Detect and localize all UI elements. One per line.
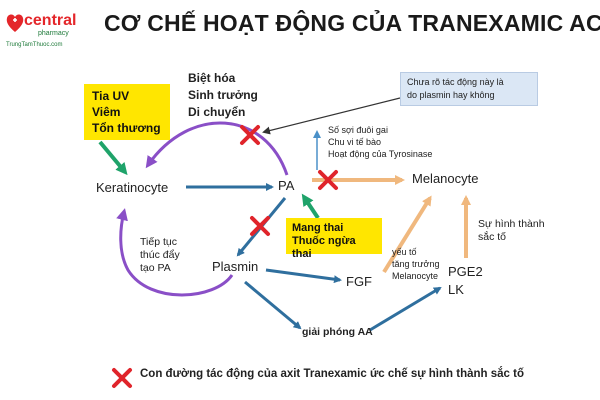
effect-differentiation: Biệt hóa: [188, 71, 236, 85]
arrow-hormones-to-pa: [301, 193, 320, 220]
pigment-label: Sự hình thành sắc tố: [478, 218, 545, 244]
logo-sub: pharmacy: [38, 30, 69, 37]
node-pa: PA: [278, 178, 295, 193]
effect-growth: Sinh trưởng: [188, 88, 258, 102]
hormones-box: Mang thai Thuốc ngừa thai: [286, 218, 382, 260]
arc-plasmin-to-keratinocyte: [116, 208, 234, 297]
feedback-line-2: thúc đẩy: [140, 249, 180, 261]
growth-factor-label: yếu tố tăng trưởng Melanocyte: [392, 246, 439, 282]
growth-factor-line-3: Melanocyte: [392, 271, 439, 281]
arrow-fgf-to-melanocyte: [382, 195, 432, 274]
red-cross-arc: [240, 125, 260, 145]
logo-site: TrungTamThuoc.com: [6, 42, 63, 48]
arrow-note-to-cross: [262, 97, 401, 135]
trigger-inflammation: Viêm: [92, 105, 121, 119]
feedback-line-3: tạo PA: [140, 262, 171, 274]
hormone-contraceptive: Thuốc ngừa thai: [292, 235, 356, 260]
node-plasmin: Plasmin: [212, 259, 259, 274]
red-cross-plasmin: [250, 216, 270, 236]
node-fgf: FGF: [346, 274, 372, 289]
pharmacy-heart-icon: [6, 14, 24, 32]
target-perimeter: Chu vi tế bào: [328, 137, 382, 147]
uncertainty-note: Chưa rõ tác động này là do plasmin hay k…: [400, 72, 538, 106]
feedback-line-1: Tiếp tục: [140, 236, 177, 248]
node-keratinocyte: Keratinocyte: [96, 180, 169, 195]
feedback-label: Tiếp tục thúc đẩy tạo PA: [140, 236, 180, 275]
arrow-plasmin-to-fgf: [265, 268, 342, 284]
note-line-1: Chưa rõ tác động này là: [407, 77, 504, 87]
node-lk: LK: [448, 282, 464, 297]
trigger-uv: Tia UV: [92, 89, 130, 103]
pigment-line-2: sắc tố: [478, 231, 507, 243]
logo-brand: central: [24, 12, 77, 29]
effects-list: Biệt hóa Sinh trưởng Di chuyển: [188, 70, 258, 121]
central-pharmacy-logo: central pharmacy TrungTamThuoc.com: [4, 10, 96, 50]
page-title: CƠ CHẾ HOẠT ĐỘNG CỦA TRANEXAMIC ACID: [104, 10, 600, 36]
note-line-2: do plasmin hay không: [407, 90, 495, 100]
red-cross-melanocyte: [318, 170, 338, 190]
red-cross-legend-icon: [112, 368, 132, 388]
arrow-plasmin-to-aa: [244, 280, 302, 330]
triggers-box: Tia UV Viêm Tổn thương: [84, 84, 170, 140]
node-pge2: PGE2: [448, 264, 483, 279]
legend-text: Con đường tác động của axit Tranexamic ứ…: [140, 368, 524, 380]
pigment-line-1: Sự hình thành: [478, 218, 545, 230]
hormone-pregnancy: Mang thai: [292, 222, 344, 234]
arrow-aa-to-pge2: [369, 286, 442, 332]
growth-factor-line-1: yếu tố: [392, 247, 417, 257]
arrow-triggers-to-keratinocyte: [98, 140, 128, 176]
node-aa-release: giải phóng AA: [302, 326, 373, 338]
target-dendrites: Số sợi đuôi gai: [328, 125, 388, 135]
growth-factor-line-2: tăng trưởng: [392, 259, 440, 269]
pa-targets: Số sợi đuôi gai Chu vi tế bào Hoạt động …: [328, 124, 432, 160]
arc-pa-to-keratinocyte: [145, 121, 289, 176]
trigger-injury: Tổn thương: [92, 121, 161, 135]
effect-migration: Di chuyển: [188, 105, 246, 119]
node-melanocyte: Melanocyte: [412, 171, 479, 186]
target-tyrosinase: Hoạt động của Tyrosinase: [328, 149, 433, 159]
